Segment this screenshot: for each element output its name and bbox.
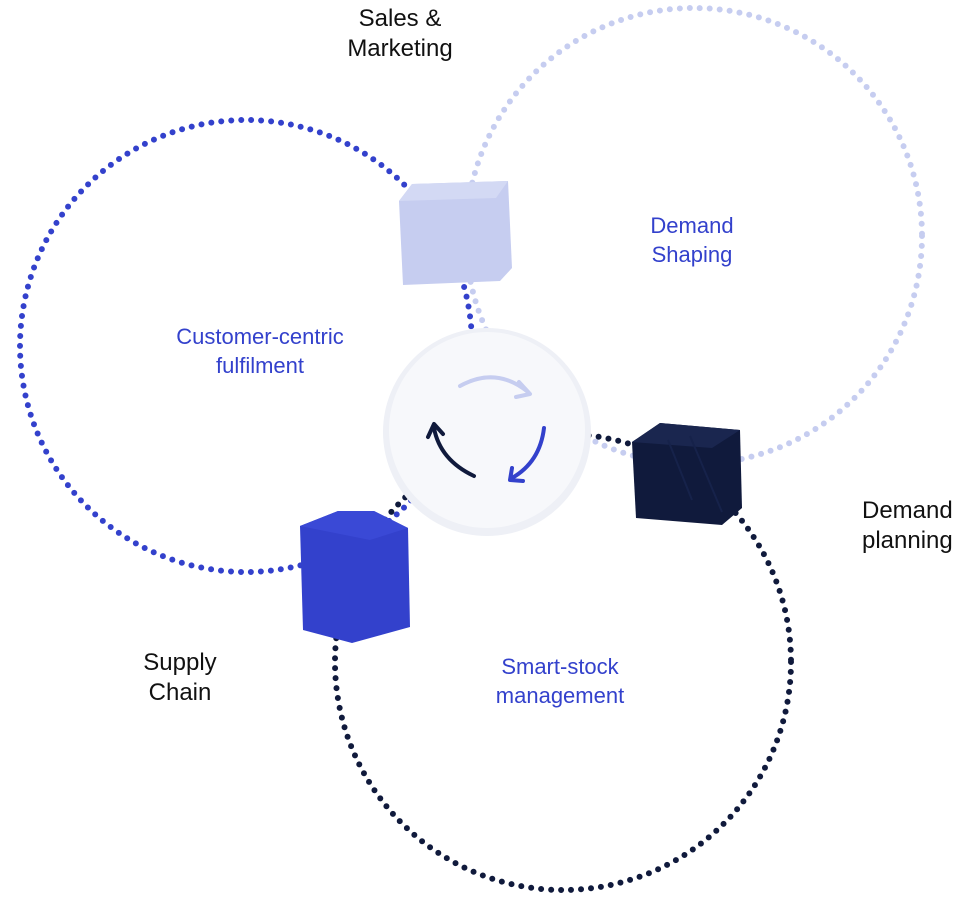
supply-chain-line1: Supply	[143, 649, 217, 676]
demand-planning-label: Demand planning	[830, 496, 980, 556]
cycle-arrows-icon	[426, 375, 546, 483]
supply-chain-line2: Chain	[148, 679, 212, 706]
demand-planning-cube	[632, 423, 742, 525]
smart-stock-ring	[332, 431, 794, 893]
sales-marketing-line2: Marketing	[347, 35, 453, 62]
smart-stock-line2: management	[495, 683, 625, 708]
demand-shaping-line2: Shaping	[651, 242, 733, 267]
demand-shaping-line1: Demand	[650, 213, 734, 238]
sales-marketing-label: Sales & Marketing	[300, 4, 500, 64]
supply-chain-label: Supply Chain	[90, 648, 270, 708]
demand-shaping-label: Demand Shaping	[592, 211, 792, 269]
demand-planning-line2: planning	[862, 527, 953, 554]
sales-marketing-line1: Sales &	[358, 5, 442, 32]
customer-centric-line2: fulfilment	[215, 353, 305, 378]
customer-centric-line1: Customer-centric	[176, 324, 344, 349]
demand-planning-line1: Demand	[862, 497, 953, 524]
center-circle	[389, 332, 585, 528]
sales-marketing-cube	[399, 181, 512, 285]
smart-stock-line1: Smart-stock	[501, 654, 619, 679]
customer-centric-label: Customer-centric fulfilment	[110, 322, 410, 380]
smart-stock-label: Smart-stock management	[440, 652, 680, 710]
supply-chain-cube	[300, 511, 410, 643]
